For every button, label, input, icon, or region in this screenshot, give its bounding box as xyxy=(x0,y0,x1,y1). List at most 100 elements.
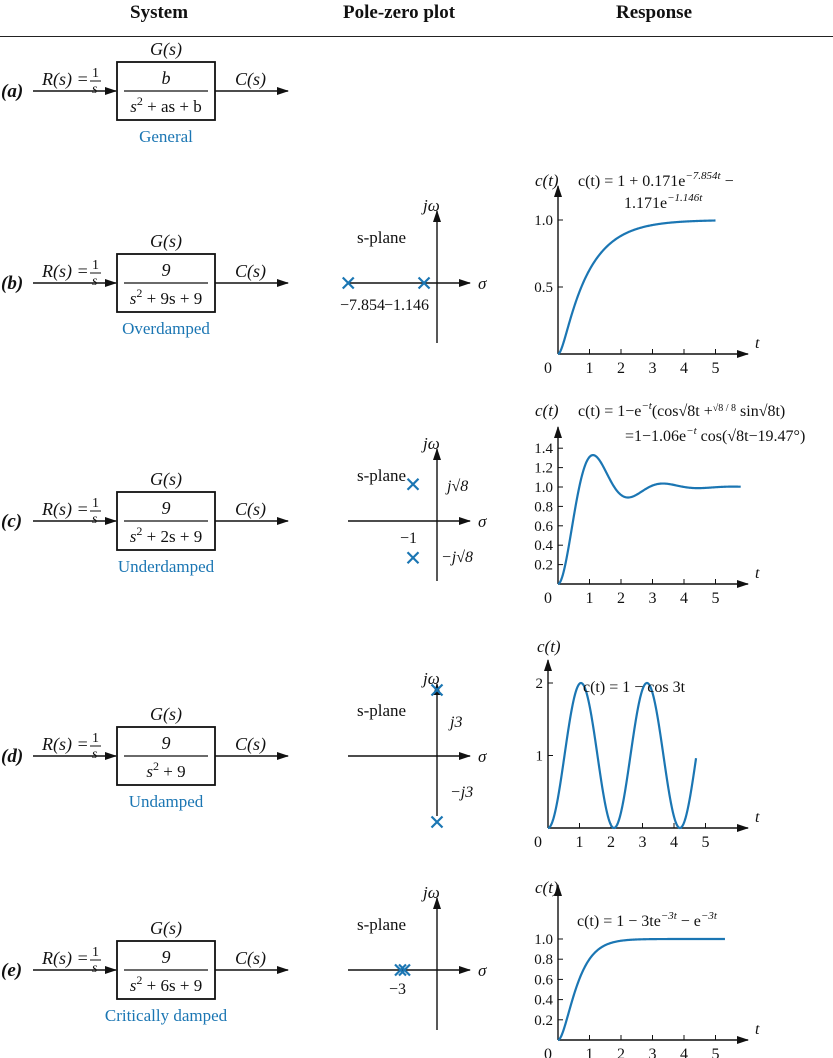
pole-marker xyxy=(341,276,355,290)
y-tick-label: 0.2 xyxy=(534,1013,553,1029)
response-ylabel: c(t) xyxy=(537,637,561,656)
y-tick-label: 1.0 xyxy=(534,213,553,229)
header-pole-zero: Pole-zero plot xyxy=(343,2,456,23)
splane-label: s-plane xyxy=(357,228,406,247)
text-span: + as + b xyxy=(143,97,202,116)
text-span: R(s) = xyxy=(41,261,89,282)
gs-label: G(s) xyxy=(150,704,182,725)
x-tick-label: 0 xyxy=(544,360,552,377)
input-label: R(s) = xyxy=(41,948,89,969)
x-tick-label: 3 xyxy=(649,360,657,377)
text-span: R(s) = xyxy=(41,734,89,755)
pole-zero-plot: σ jω s-plane −7.854−1.146 xyxy=(340,196,487,343)
response-curve xyxy=(557,937,725,1042)
response-equation-line2: =1−1.06e−t cos(√8t−19.47°) xyxy=(625,425,805,445)
input-frac-den: s xyxy=(92,82,98,97)
text-span: 2 xyxy=(136,286,142,300)
row-a: (a)R(s) = 1sG(s)bs2 + as + bC(s)General xyxy=(1,39,289,146)
text-span: (cos√8t + xyxy=(652,403,713,420)
y-tick-label: 0.4 xyxy=(534,993,553,1009)
rows-layer: (a)R(s) = 1sG(s)bs2 + as + bC(s)General(… xyxy=(1,39,805,1058)
input-frac-num: 1 xyxy=(92,731,99,746)
sigma-label: σ xyxy=(478,512,487,531)
text-span: 1.171e xyxy=(624,195,667,212)
x-tick-label: 1 xyxy=(586,590,594,607)
tf-numerator: 9 xyxy=(162,260,171,280)
row-e: (e)R(s) = 1sG(s)9s2 + 6s + 9C(s)Critical… xyxy=(1,878,760,1058)
gs-label: G(s) xyxy=(150,39,182,60)
text-span: 2 xyxy=(136,524,142,538)
text-span: s xyxy=(130,97,137,116)
text-span: −3t xyxy=(661,910,678,922)
input-frac-den: s xyxy=(92,961,98,976)
jw-label: jω xyxy=(421,883,440,902)
y-tick-label: 0.6 xyxy=(534,519,553,535)
text-span: + 9s + 9 xyxy=(142,289,202,308)
pole-marker xyxy=(398,963,411,977)
row-c: (c)R(s) = 1sG(s)9s2 + 2s + 9C(s)Underdam… xyxy=(1,400,805,607)
response-equation: c(t) = 1 + 0.171e−7.854t − xyxy=(578,170,734,190)
pole-marker xyxy=(417,276,431,290)
y-tick-label: 0.8 xyxy=(534,499,553,515)
pole-label: −3 xyxy=(389,981,406,998)
x-tick-label: 0 xyxy=(544,590,552,607)
input-frac-num: 1 xyxy=(92,945,99,960)
y-tick-label: 0.6 xyxy=(534,972,553,988)
header-response: Response xyxy=(616,2,693,23)
y-tick-label: 1.4 xyxy=(534,441,553,457)
row-label: (b) xyxy=(1,273,23,294)
text-span: c(t) = 1−e xyxy=(578,403,641,420)
tf-numerator: b xyxy=(162,68,171,88)
text-span: − xyxy=(721,173,734,190)
text-span: =1−1.06e xyxy=(625,428,686,445)
tf-numerator: 9 xyxy=(162,498,171,518)
tf-denominator: s2 + as + b xyxy=(130,94,201,116)
text-span: c(t) = 1 − 3te xyxy=(577,913,661,930)
text-span: R(s) = xyxy=(41,69,89,90)
text-span: −t xyxy=(641,400,652,412)
damping-type: Critically damped xyxy=(105,1006,228,1025)
output-label: C(s) xyxy=(235,261,266,282)
header-rule xyxy=(0,36,833,37)
text-span: 2 xyxy=(137,94,143,108)
x-tick-label: 2 xyxy=(607,834,615,851)
x-tick-label: 4 xyxy=(680,360,688,377)
x-tick-label: 5 xyxy=(712,1046,720,1058)
sigma-label: σ xyxy=(478,274,487,293)
input-label: R(s) = xyxy=(41,69,89,90)
text-span: −t xyxy=(686,425,697,437)
pole-label: −j3 xyxy=(450,784,473,801)
row-label: (d) xyxy=(1,746,23,767)
response-ylabel: c(t) xyxy=(535,171,559,190)
y-tick-label: 1.0 xyxy=(534,480,553,496)
sigma-label: σ xyxy=(478,961,487,980)
sigma-label: σ xyxy=(478,747,487,766)
pole-label: −7.854 xyxy=(340,297,385,314)
x-tick-label: 1 xyxy=(576,834,584,851)
output-label: C(s) xyxy=(235,948,266,969)
time-axis-label: t xyxy=(755,809,760,826)
text-span: 2 xyxy=(153,759,159,773)
tf-numerator: 9 xyxy=(162,947,171,967)
x-tick-label: 2 xyxy=(617,1046,625,1058)
text-span: √8 / 8 xyxy=(713,403,736,414)
text-span: + 6s + 9 xyxy=(142,976,202,995)
pole-label: −1.146 xyxy=(384,297,429,314)
input-label: R(s) = xyxy=(41,499,89,520)
text-span: R(s) = xyxy=(41,499,89,520)
pole-marker xyxy=(394,963,407,977)
response-equation: c(t) = 1−e−t(cos√8t +√8 / 8 sin√8t) xyxy=(578,400,785,420)
pole-marker xyxy=(430,815,444,829)
tf-numerator: 9 xyxy=(162,733,171,753)
response-curve xyxy=(547,681,698,830)
jw-label: jω xyxy=(421,196,440,215)
x-tick-label: 1 xyxy=(586,1046,594,1058)
damping-type: Overdamped xyxy=(122,319,210,338)
x-tick-label: 1 xyxy=(586,360,594,377)
text-span: c(t) = 1 + 0.171e xyxy=(578,173,685,190)
text-span: 2 xyxy=(136,973,142,987)
x-tick-label: 0 xyxy=(544,1046,552,1058)
